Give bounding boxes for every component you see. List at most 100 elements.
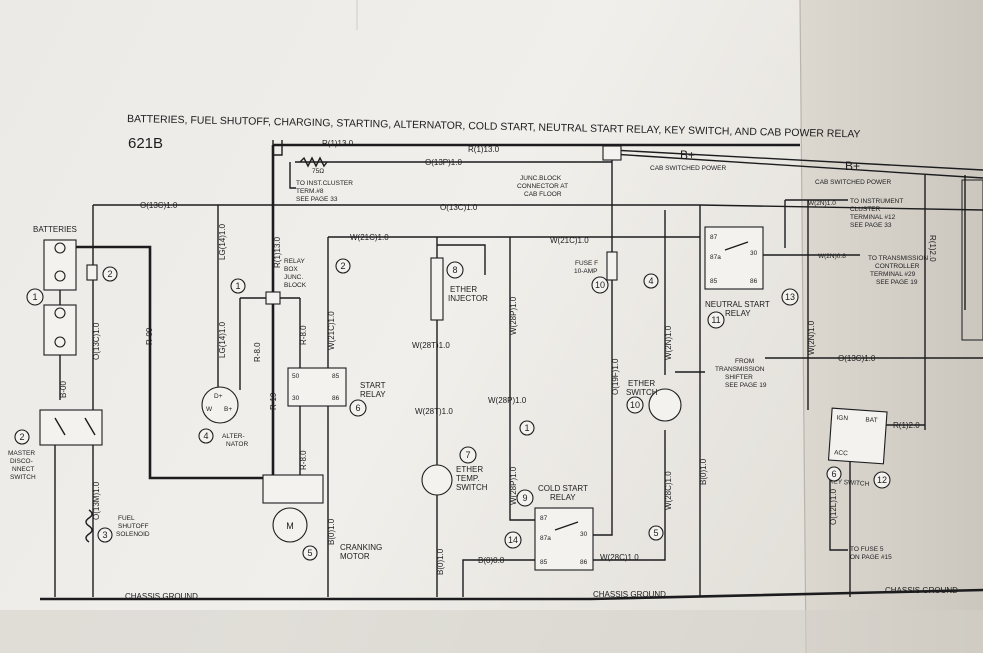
callout-c4 bbox=[643, 273, 659, 289]
wire-r1-top-bend bbox=[272, 140, 283, 156]
callout-7-text: 7 bbox=[465, 450, 470, 460]
neutral-relay-pin-87: 87 bbox=[710, 234, 718, 241]
label-junc-2: CONNECTOR AT bbox=[517, 183, 568, 190]
label-relay-box-4: BLOCK bbox=[284, 282, 307, 289]
wire-label-r1-vert: R(1)13.0 bbox=[273, 236, 282, 268]
callout-2b bbox=[14, 429, 30, 445]
start-relay: 50 30 85 86 START RELAY bbox=[287, 367, 386, 407]
label-instrument-1: TO INSTRUMENT bbox=[850, 198, 903, 205]
junction-connector bbox=[265, 291, 281, 305]
motor-body bbox=[272, 507, 308, 543]
label-instrument-2: CLUSTER bbox=[850, 206, 881, 213]
callout-c6-text: 6 bbox=[831, 469, 836, 479]
wire-label-w28c-h: W(28C)1.0 bbox=[600, 553, 639, 562]
key-switch: IGN BAT ACC KEY SWITCH bbox=[827, 407, 888, 488]
label-junc-3: CAB FLOOR bbox=[524, 191, 562, 198]
callout-13 bbox=[781, 288, 799, 306]
wire-label-r8-1: R-8.0 bbox=[253, 342, 262, 362]
label-ether-temp-2: TEMP. bbox=[456, 474, 479, 483]
callout-10 bbox=[626, 396, 644, 414]
callout-c10-text: 10 bbox=[595, 280, 605, 290]
label-relay-box-3: JUNC. bbox=[284, 274, 303, 281]
wire-label-b0-1: B(0)1.0 bbox=[327, 518, 336, 545]
wire-label-w28p-3: W(28P)1.0 bbox=[509, 466, 518, 505]
label-ether-switch-2: SWITCH bbox=[626, 388, 658, 397]
label-fuse-f-2: 10-AMP bbox=[574, 268, 597, 275]
neutral-relay-pin-87a: 87a bbox=[710, 254, 721, 261]
callout-2b-text: 2 bbox=[19, 432, 24, 442]
label-start-relay-1: START bbox=[360, 381, 386, 390]
callout-c5-text: 5 bbox=[653, 528, 658, 538]
label-alternator-1: ALTER- bbox=[222, 433, 245, 440]
label-master-1: MASTER bbox=[8, 450, 35, 457]
label-instrument-3: TERMINAL #12 bbox=[850, 214, 896, 221]
callout-8-text: 8 bbox=[452, 265, 457, 275]
wire-w28c bbox=[590, 430, 666, 561]
ether-temp-switch: ETHER TEMP. SWITCH bbox=[421, 464, 488, 496]
relay-box-junc-block: RELAY BOX JUNC. BLOCK bbox=[265, 258, 307, 305]
wire-label-w2n-v2: W(2N)1.0 bbox=[807, 320, 816, 355]
label-master-3: NNECT bbox=[12, 466, 34, 473]
wire-label-r1-top: R(1)13.0 bbox=[322, 139, 354, 148]
wire-w28p bbox=[509, 237, 540, 521]
callout-c4-text: 4 bbox=[648, 276, 653, 286]
callout-c1 bbox=[230, 278, 246, 294]
fuel-shutoff-solenoid: FUEL SHUTOFF SOLENOID bbox=[85, 509, 150, 543]
start-relay-pin-85: 85 bbox=[332, 373, 340, 380]
callout-9 bbox=[516, 489, 534, 507]
wire-label-w2n-v: W(2N)1.0 bbox=[664, 325, 673, 360]
wire-cab-power bbox=[611, 153, 983, 179]
wire-label-o13c-v: O(13C)1.0 bbox=[92, 322, 101, 360]
label-fuse5-2: ON PAGE #15 bbox=[850, 554, 892, 561]
start-relay-pin-86: 86 bbox=[332, 395, 340, 402]
callout-13-text: 13 bbox=[785, 292, 795, 302]
junc-block-connector: JUNC.BLOCK CONNECTOR AT CAB FLOOR FUSE F… bbox=[517, 145, 622, 281]
junc-connector-box bbox=[602, 145, 622, 161]
callout-12 bbox=[873, 471, 891, 489]
wire-label-b0-2: B(0)1.0 bbox=[436, 548, 445, 575]
callouts: 1 2 2 3 4 5 6 7 8 9 10 11 12 13 14 1 2 1… bbox=[14, 258, 891, 561]
alternator-pin-w: W bbox=[206, 406, 213, 413]
cold-relay-pin-87a: 87a bbox=[540, 535, 551, 542]
label-relay-box-2: BOX bbox=[284, 266, 298, 273]
wire-o12l bbox=[829, 470, 848, 551]
neutral-relay-pin-30: 30 bbox=[750, 250, 758, 257]
label-master-2: DISCO- bbox=[10, 458, 33, 465]
callout-10-text: 10 bbox=[630, 400, 640, 410]
cold-start-relay: 87 87a 30 85 86 COLD START RELAY bbox=[534, 484, 594, 571]
label-inst-cluster-1: TO INST.CLUSTER bbox=[296, 180, 353, 187]
start-relay-pin-50: 50 bbox=[292, 373, 300, 380]
box-far-right bbox=[961, 179, 983, 341]
wire-label-w28p-v: W(28P)1.0 bbox=[509, 296, 518, 335]
wire-label-o13c-mid: O(13C)1.0 bbox=[440, 203, 478, 212]
label-ether-injector-1: ETHER bbox=[450, 285, 477, 294]
wire-label-r12-right: R(1)2.0 bbox=[928, 235, 937, 262]
cranking-motor: M CRANKING MOTOR bbox=[262, 474, 382, 561]
motor-label-m: M bbox=[286, 521, 294, 531]
fuse-k bbox=[86, 264, 98, 281]
key-pin-ign: IGN bbox=[836, 414, 848, 422]
wire-ether-loop bbox=[437, 244, 486, 275]
label-cold-start-2: RELAY bbox=[550, 493, 576, 502]
solenoid-coil bbox=[85, 509, 93, 543]
wire-label-w21c-1: W(21C)1.0 bbox=[350, 233, 389, 242]
callout-14-text: 14 bbox=[508, 535, 518, 545]
wire-label-o13c-left: O(13C)1.0 bbox=[140, 201, 178, 210]
fuse-f bbox=[606, 251, 618, 281]
chassis-ground-line bbox=[40, 588, 983, 601]
paper-bottom-shade bbox=[0, 610, 983, 653]
neutral-relay-contact bbox=[724, 241, 749, 251]
key-pin-bat: BAT bbox=[865, 416, 878, 424]
ether-injector-body bbox=[430, 257, 444, 321]
label-alternator-2: NATOR bbox=[226, 441, 248, 448]
label-cranking-1: CRANKING bbox=[340, 543, 382, 552]
callout-6-text: 6 bbox=[355, 403, 360, 413]
wire-bplus bbox=[611, 149, 983, 171]
battery-2-positive bbox=[54, 307, 66, 319]
label-fuel-2: SHUTOFF bbox=[118, 523, 149, 530]
neutral-relay-box bbox=[704, 226, 764, 290]
callout-c5 bbox=[648, 525, 664, 541]
label-chassis-1: CHASSIS GROUND bbox=[125, 592, 198, 601]
callout-6 bbox=[349, 399, 367, 417]
